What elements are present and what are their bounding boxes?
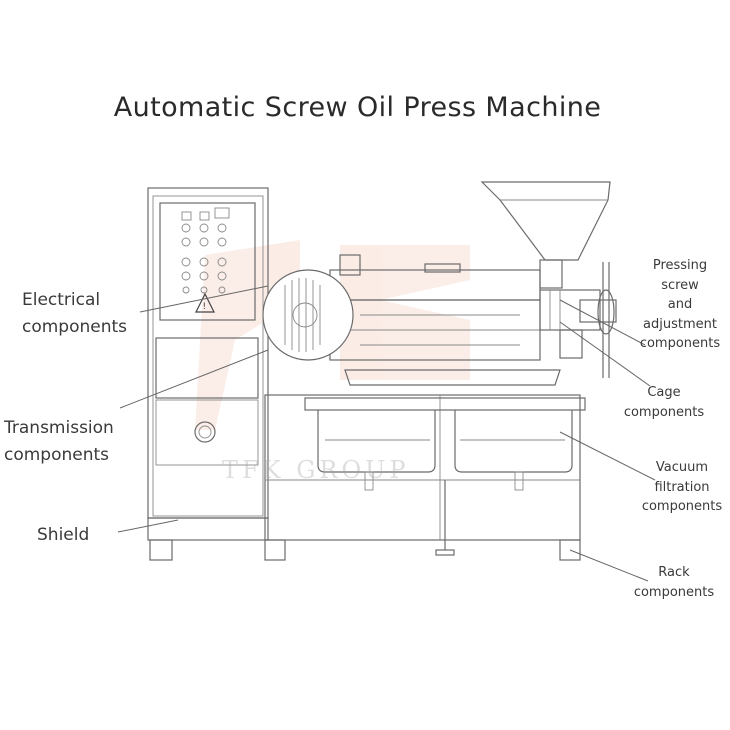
label-cage-line1: Cage (647, 385, 681, 400)
label-shield: Shield (37, 525, 90, 545)
label-cage-line2: components (623, 404, 705, 420)
svg-text:!: ! (203, 302, 207, 312)
label-rack: Rack components (626, 563, 722, 602)
label-electrical-line2: components (22, 317, 128, 337)
label-pressing-line3: and (667, 297, 693, 312)
warning-icon (195, 292, 215, 313)
label-electrical: Electrical components (22, 287, 127, 341)
label-rack-line2: components (633, 584, 715, 600)
diagram-title: Automatic Screw Oil Press Machine (113, 92, 602, 123)
label-pressing-line1: Pressing (652, 258, 708, 273)
vacuum-tanks (304, 397, 586, 491)
label-vacuum: Vacuum filtration components (634, 458, 730, 517)
label-rack-line1: Rack (658, 565, 690, 580)
label-vacuum-line1: Vacuum (655, 460, 709, 475)
label-transmission: Transmission components (4, 415, 114, 469)
leader-lines (117, 285, 656, 582)
label-vacuum-line2: filtration (654, 479, 710, 495)
label-pressing-line4: adjustment (643, 316, 717, 332)
gauge-icon (194, 421, 216, 443)
label-electrical-line1: Electrical (22, 290, 101, 310)
control-cabinet: ! (147, 187, 269, 561)
label-pressing-line5: components (639, 336, 721, 351)
label-vacuum-line3: components (641, 499, 723, 514)
label-cage: Cage components (616, 383, 712, 422)
rack-frame (264, 394, 581, 561)
label-pressing: Pressing screw and adjustment components (632, 256, 728, 354)
label-pressing-line2: screw (661, 277, 699, 293)
label-transmission-line1: Transmission (4, 418, 114, 438)
label-transmission-line2: components (4, 445, 110, 465)
feed-hopper (480, 181, 611, 289)
press-body (262, 254, 601, 386)
watermark-text: TFK GROUP (222, 456, 410, 484)
